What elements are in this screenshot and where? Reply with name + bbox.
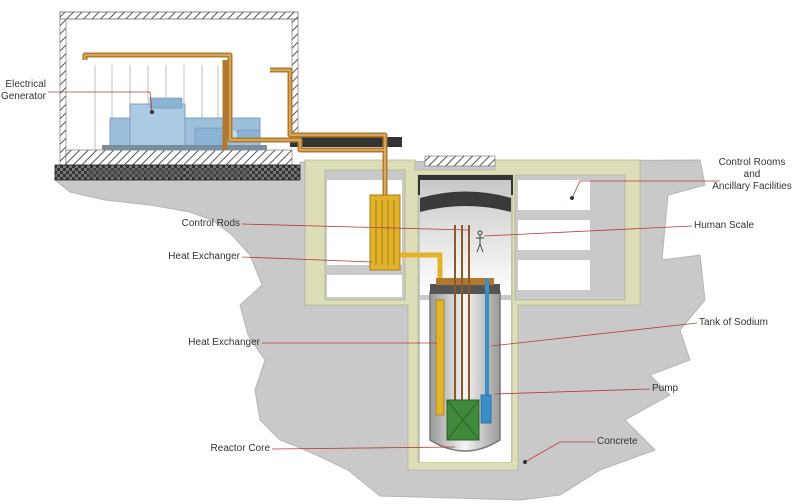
label-heat-exchanger-lower: Heat Exchanger [188,337,260,348]
label-electrical-generator-line2: Generator [0,91,46,102]
heat-exchanger-upper [369,194,401,271]
leader-lines [48,91,720,463]
electrical-generator [102,97,267,151]
reactor-roof-hatch [424,155,496,167]
reactor-head [430,284,500,294]
label-heat-exchanger-upper: Heat Exchanger [168,251,240,262]
reactor-core [446,399,480,441]
reactor-building-walls [304,159,641,471]
label-control-rooms-line3: Ancillary Facilities [712,181,792,192]
label-control-rooms-line1: Control Rooms [718,157,786,168]
leader-dots [150,110,574,464]
label-tank-of-sodium: Tank of Sodium [699,317,768,328]
human-scale-figure [476,230,484,253]
secondary-loop-stripes [84,54,386,210]
control-rods [454,225,470,400]
label-control-rooms-line2: and [743,169,761,180]
label-concrete: Concrete [597,436,638,447]
label-pump: Pump [652,383,679,394]
label-control-rooms: Control Rooms and Ancillary Facilities [704,157,800,193]
dark-roof-slab [290,137,402,147]
label-human-scale: Human Scale [694,220,755,231]
generator-building-roof [59,11,299,20]
label-electrical-generator: Electrical Generator [0,79,46,103]
pump [480,394,492,424]
label-control-rods: Control Rods [181,218,240,229]
label-electrical-generator-line1: Electrical [5,79,46,90]
label-reactor-core: Reactor Core [210,443,270,454]
generator-building-wall-right [291,18,299,138]
heat-exchanger-lower [435,299,445,416]
generator-building-floor [65,149,293,166]
